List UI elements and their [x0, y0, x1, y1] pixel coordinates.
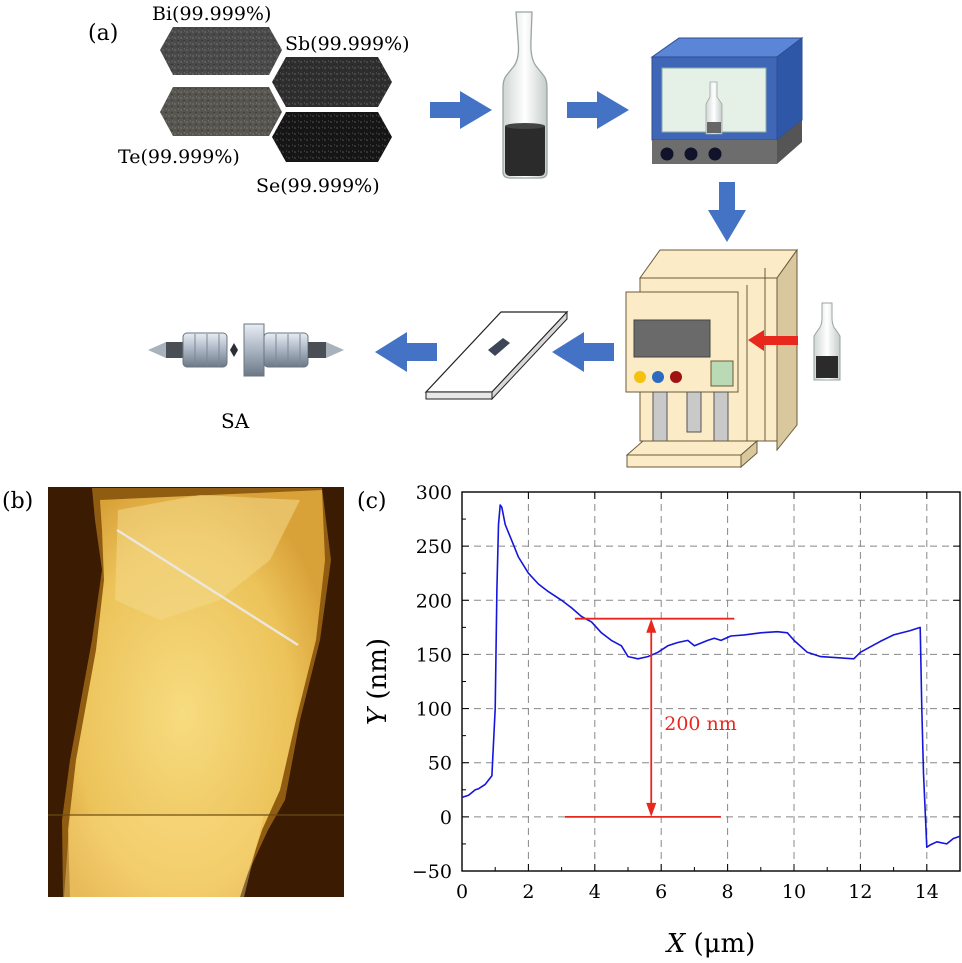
small-vial-icon [813, 302, 841, 381]
thickness-label: 200 nm [664, 713, 737, 735]
red-arrow-head [748, 330, 764, 351]
x-tick-label: 0 [456, 881, 468, 903]
red-arrow-shaft [762, 336, 798, 345]
afm-image [48, 487, 344, 897]
afm-scan-line [116, 528, 299, 647]
machine-icon [625, 248, 798, 469]
furnace-icon [650, 36, 804, 164]
red-arrow [748, 330, 798, 351]
y-tick-label: −50 [412, 861, 452, 883]
raw-materials [160, 27, 392, 162]
y-axis-label: Y (nm) [363, 638, 393, 725]
glass-slide-icon [424, 310, 569, 401]
arrow-left-2 [375, 332, 437, 372]
x-tick-label: 14 [915, 881, 939, 903]
thickness-arrow-head-up [646, 618, 657, 633]
machine-base [626, 454, 742, 468]
sb-label: Sb(99.999%) [285, 33, 410, 55]
height-profile-line [461, 504, 961, 849]
plot-frame [461, 491, 961, 872]
x-tick-label: 4 [589, 881, 601, 903]
sa-label: SA [221, 409, 250, 433]
machine-top [639, 249, 798, 279]
panel-label-a: (a) [88, 21, 118, 46]
se-label: Se(99.999%) [256, 175, 380, 197]
y-tick-label: 250 [416, 536, 452, 558]
ampoule-icon [502, 11, 548, 179]
y-tick-label: 200 [416, 590, 452, 612]
x-tick-label: 2 [522, 881, 534, 903]
bi-label: Bi(99.999%) [152, 3, 271, 25]
panel-label-b: (b) [2, 489, 33, 514]
panel-label-c: (c) [357, 489, 387, 514]
arrow-right-1 [430, 91, 492, 129]
x-tick-label: 6 [655, 881, 667, 903]
x-axis-label: X (μm) [665, 929, 756, 959]
te-label: Te(99.999%) [118, 146, 240, 168]
y-tick-label: 300 [416, 482, 452, 504]
x-tick-label: 8 [722, 881, 734, 903]
machine-base-side [740, 439, 758, 469]
y-tick-label: 150 [416, 644, 452, 666]
flake [488, 338, 510, 356]
machine-side [776, 248, 798, 452]
y-tick-label: 50 [428, 753, 452, 775]
thickness-arrow-head-down [646, 802, 657, 817]
y-tick-label: 0 [440, 807, 452, 829]
arrow-right-2 [567, 91, 629, 129]
x-tick-label: 12 [848, 881, 872, 903]
sa-connector-icon [148, 323, 344, 377]
arrow-left-1 [552, 332, 614, 372]
machine-base-top [625, 440, 759, 456]
x-tick-label: 10 [782, 881, 806, 903]
arrow-down-1 [708, 182, 746, 242]
y-tick-label: 100 [416, 699, 452, 721]
process-arrows [375, 91, 746, 372]
